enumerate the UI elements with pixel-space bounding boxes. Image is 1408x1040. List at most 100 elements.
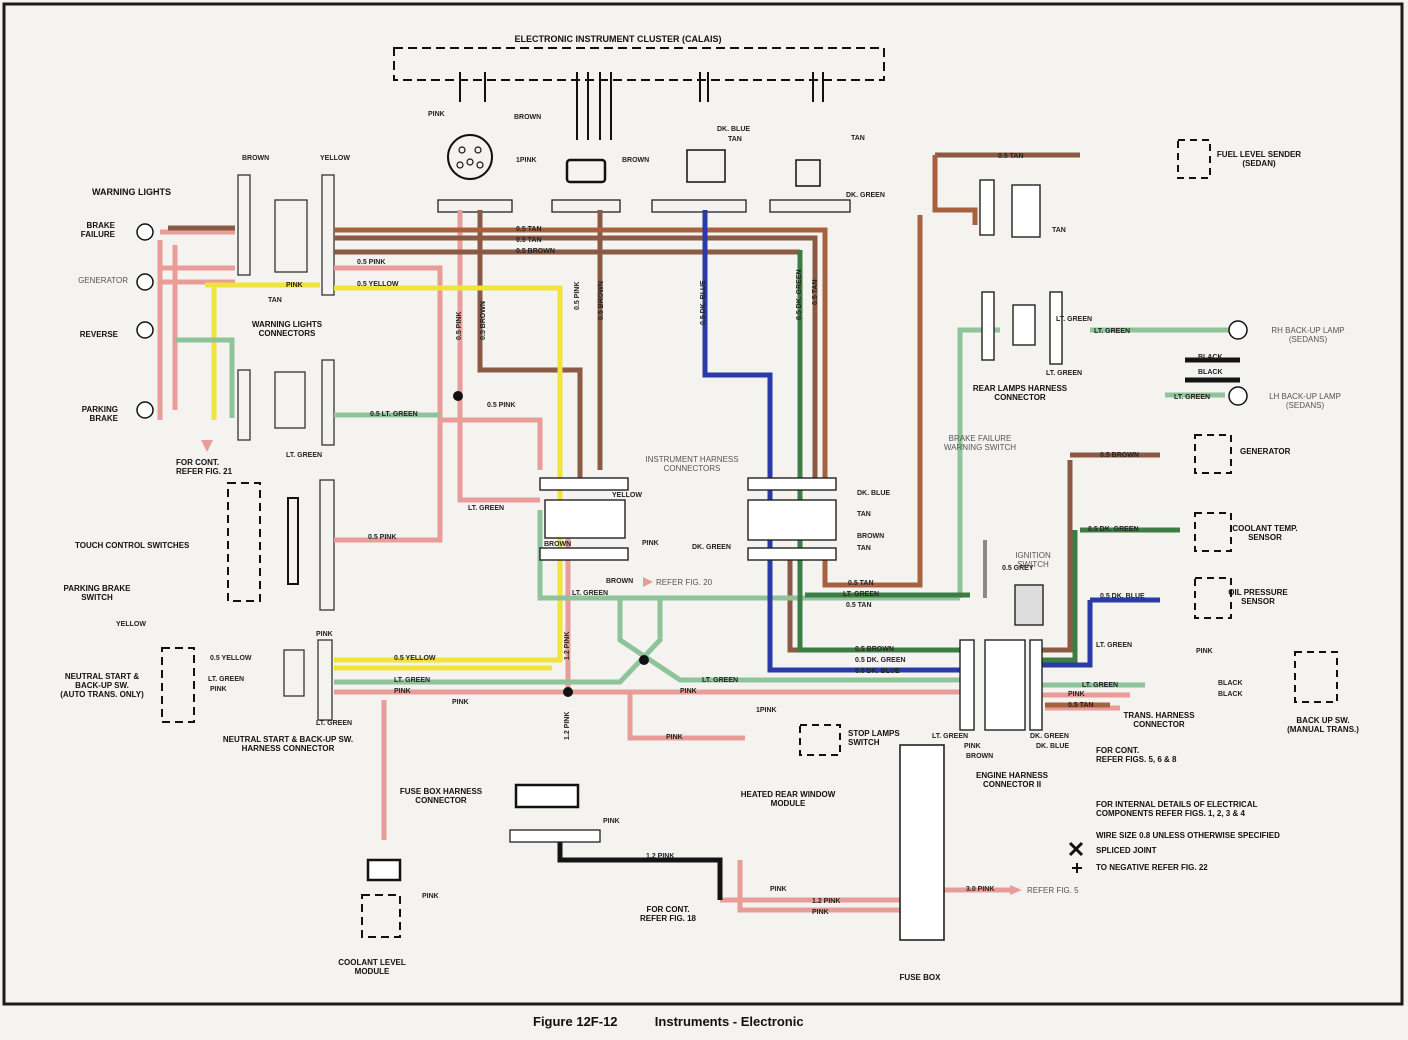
wire-label-05pink-c: 0.5 PINK [368,534,397,541]
for-cont-18-label: FOR CONT. REFER FIG. 18 [639,905,697,923]
touch-control-label: TOUCH CONTROL SWITCHES [75,541,190,550]
figure-number: Figure 12F-12 [533,1014,618,1029]
wire-label-05grey: 0.5 GREY [1002,565,1034,572]
wire-label-ltgreen-h: LT. GREEN [1174,394,1211,401]
ignition-switch-body [1014,584,1044,626]
touch-control-strip [287,497,299,585]
wire-label-pink-d: PINK [1068,691,1085,698]
wire-label-ltgreen-m: LT. GREEN [316,720,353,727]
coolant-module-box [361,894,401,938]
wire-label-v-05dkgreen: 0.5 DK. GREEN [796,269,803,320]
wire-label-dkgreen-b: DK. GREEN [692,544,731,551]
wires-dk-blue [702,210,1160,673]
figure-caption: Figure 12F-12 Instruments - Electronic [533,1014,804,1029]
note-negative: TO NEGATIVE REFER FIG. 22 [1096,863,1208,872]
warning-lamps [136,223,154,419]
wire-label-dkblue-c: DK. BLUE [1036,743,1070,750]
wire-label-pink-b: PINK [642,540,659,547]
wires-tan [334,155,1110,708]
rear-lamps-conn-label: REAR LAMPS HARNESS CONNECTOR [972,384,1068,402]
cluster-terminals [459,72,824,140]
wire-label-ltgreen-j: LT. GREEN [1082,682,1119,689]
wire-label-black-a: BLACK [1198,354,1223,361]
wire-label-05tan-a: 0.5 TAN [516,226,542,233]
backup-lamps [1228,320,1248,406]
backup-sw-label: BACK UP SW. (MANUAL TRANS.) [1287,716,1359,734]
wire-label-pink: PINK [286,282,303,289]
oil-pressure-label: OIL PRESSURE SENSOR [1228,588,1288,606]
wires-dk-green [797,250,1180,663]
wires-black [557,357,1240,900]
wire-label-v-05brown: 0.5 BROWN [480,301,487,340]
wire-label-pink-k: PINK [666,734,683,741]
wire-label-ltgreen-f: LT. GREEN [1046,370,1083,377]
fuse-harness-conn [514,783,580,809]
ignition-label: IGNITION SWITCH [1015,551,1051,569]
wire-label-yellow-b: YELLOW [612,492,642,499]
instrument-harness-connectors [539,477,837,561]
wire-label-05dkblue: 0.5 DK. BLUE [855,668,900,675]
wire-label-1pink-b: 1PINK [756,707,777,714]
wire-label-ltgreen-o: LT. GREEN [702,677,739,684]
wire-label-black-c: BLACK [1218,680,1243,687]
sensor-boxes [799,139,1338,756]
wire-label-v-05tan: 0.5 TAN [812,279,819,305]
wire-label-yellow-c: YELLOW [116,621,146,628]
wire-label-dkblue-top: DK. BLUE [717,126,751,133]
wire-label-ltgreen-n: LT. GREEN [394,677,431,684]
wire-label-05yellow-a: 0.5 YELLOW [357,281,399,288]
wire-label-pink-e: PINK [964,743,981,750]
wire-label-pink-m: PINK [770,886,787,893]
wire-label-v-05pink-b: 0.5 PINK [574,281,581,310]
wire-label-pink-i: PINK [452,699,469,706]
wire-label-05dkgreen: 0.5 DK. GREEN [855,657,906,664]
wire-label-ltgreen-g: LT. GREEN [1094,328,1131,335]
wire-label-ltgreen-k: LT. GREEN [932,733,969,740]
instrument-cluster-box [393,47,885,81]
lh-backup-label: LH BACK-UP LAMP (SEDANS) [1269,392,1341,410]
wire-label-yellow: YELLOW [320,155,350,162]
for-cont-568-label: FOR CONT. REFER FIGS. 5, 6 & 8 [1096,746,1177,764]
round-plug-pins [456,146,484,169]
wire-label-ltgreen-b: LT. GREEN [468,505,505,512]
wire-label-tan-top2: TAN [851,135,865,142]
wire-label-pink-n: PINK [812,909,829,916]
wire-label-v-05dkblue: 0.5 DK. BLUE [700,280,707,325]
cluster-socket-icon [686,149,726,183]
stop-lamps-label: STOP LAMPS SWITCH [848,729,900,747]
fuse-box-label: FUSE BOX [899,973,941,982]
warning-connectors [237,174,335,721]
wire-label-05dkgreen-b: 0.5 DK. GREEN [1088,526,1139,533]
fuse-box-body [899,744,945,941]
wire-label-05brown: 0.5 BROWN [516,248,555,255]
wire-label-05tan-c: 0.5 TAN [848,580,874,587]
warning-connectors-label: WARNING LIGHTS CONNECTORS [251,320,323,338]
refer-20-label: REFER FIG. 20 [656,578,713,587]
refer-arrows [201,440,1022,895]
coolant-plug [366,858,402,882]
figure-subject: Instruments - Electronic [654,1014,804,1029]
wire-label-pink-2: PINK [428,111,445,118]
wire-label-30pink: 3.0 PINK [966,886,995,893]
note-spliced: SPLICED JOINT [1096,846,1157,855]
coolant-temp-label: COOLANT TEMP. SENSOR [1232,524,1298,542]
wire-label-05yellow-b: 0.5 YELLOW [210,655,252,662]
note-wire-size: WIRE SIZE 0.8 UNLESS OTHERWISE SPECIFIED [1096,831,1280,840]
wire-label-ltgreen-c: LT. GREEN [572,590,609,597]
instrument-conn-label: INSTRUMENT HARNESS CONNECTORS [645,455,739,473]
wire-label-05brown-b: 0.5 BROWN [855,646,894,653]
wire-label-05tan-d: 0.5 TAN [846,602,872,609]
wire-label-v-05brown-b: 0.5 BROWN [598,281,605,320]
wire-label-ltgreen-i: LT. GREEN [1096,642,1133,649]
wire-label-brown-d: BROWN [857,533,885,540]
page-border [2,2,1404,1006]
wire-label-12pink-a: 1.2 PINK [646,853,675,860]
wire-label-ltgreen-l: LT. GREEN [208,676,245,683]
wire-label-05ltgreen: 0.5 LT. GREEN [370,411,418,418]
wire-label-tan-d: TAN [1052,227,1066,234]
wire-label-brown-b: BROWN [544,541,572,548]
wire-label-tan-c: TAN [857,545,871,552]
neutral-switch-box [161,647,195,723]
wire-label-tan-top: TAN [728,136,742,143]
